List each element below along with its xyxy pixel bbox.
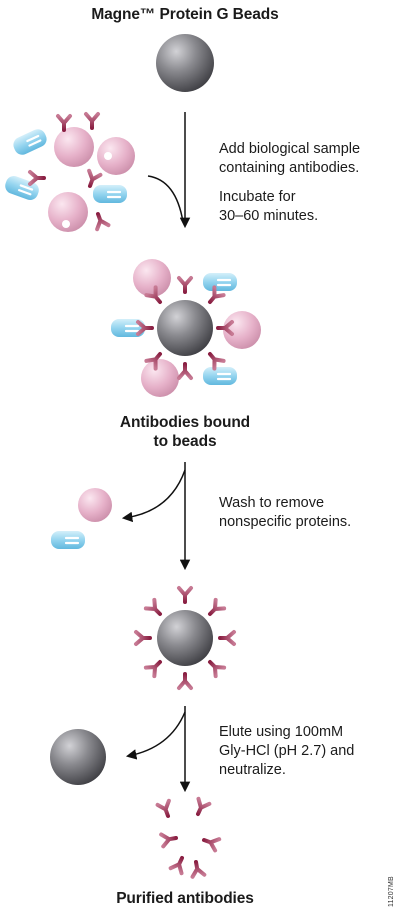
antibody-bead-complex: [109, 259, 261, 397]
sample-mixture: [1, 112, 135, 232]
title-purified-antibodies: Purified antibodies: [116, 890, 254, 907]
bead: [156, 34, 214, 92]
step-wash-text: Wash to remove nonspecific proteins.: [219, 494, 351, 532]
step-elute-text: Elute using 100mM Gly-HCl (pH 2.7) and n…: [219, 723, 354, 780]
step-incubate-line-2: 30–60 minutes.: [219, 208, 319, 224]
step-add-sample-text: Add biological sample containing antibod…: [219, 140, 360, 178]
step-elute-line-1: Elute using 100mM: [219, 724, 344, 740]
step-elute-line-2: Gly-HCl (pH 2.7) and: [219, 743, 355, 759]
step-elute-line-3: neutralize.: [219, 762, 286, 778]
figure-code: 11207MB: [388, 876, 395, 907]
step-add-line-1: Add biological sample: [219, 141, 361, 157]
title-magne-beads: Magne™ Protein G Beads: [91, 6, 279, 23]
step-wash-line-1: Wash to remove: [219, 495, 325, 511]
step-add-line-2: containing antibodies.: [219, 160, 360, 176]
purified-antibodies: [155, 796, 222, 879]
title-antibodies-bound-line-2: to beads: [153, 433, 217, 450]
title-antibodies-bound: Antibodies bound to beads: [95, 413, 275, 451]
washed-complex: [134, 586, 236, 690]
step-incubate-line-1: Incubate for: [219, 189, 296, 205]
step-wash-line-2: nonspecific proteins.: [219, 514, 352, 530]
step-incubate-text: Incubate for 30–60 minutes.: [219, 188, 318, 226]
title-antibodies-bound-line-1: Antibodies bound: [119, 414, 251, 431]
